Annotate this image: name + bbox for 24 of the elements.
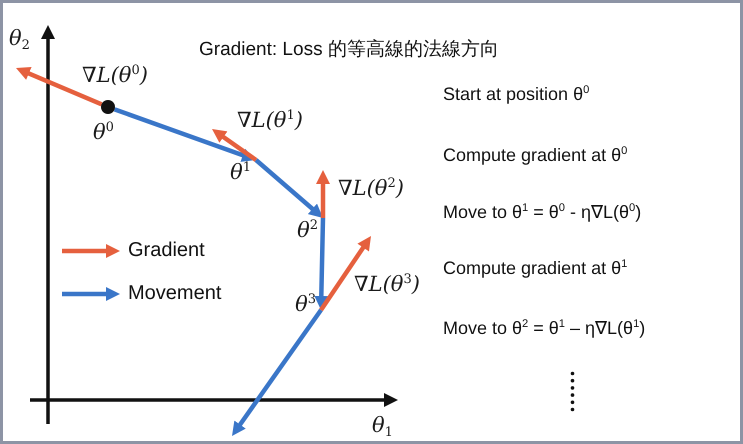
arrow	[210, 127, 258, 162]
step-text: Compute gradient at θ$^{1}$	[443, 258, 628, 280]
edge-label: ∇L(θ$^{2}$)	[338, 176, 404, 202]
point-label: θ$^{2}$	[297, 218, 323, 244]
edge-label: ∇L(θ$^{1}$)	[237, 108, 303, 134]
point-label: θ$^{3}$	[295, 292, 321, 318]
arrow	[319, 234, 373, 312]
axis-label: θ$_{1}$	[372, 413, 393, 438]
legend-text: Gradient	[128, 238, 205, 262]
title: Gradient: Loss 的等高線的法線方向	[199, 39, 499, 62]
axis-label: θ$_{2}$	[9, 26, 30, 52]
arrow	[316, 170, 330, 218]
arrow	[15, 66, 102, 106]
arrow	[314, 218, 328, 310]
step-text: Move to θ$^{1}$ = θ$^{0}$ - η∇L(θ$^{0}$)	[443, 202, 642, 224]
edge-label: ∇L(θ$^{3}$)	[354, 272, 420, 298]
point-label: θ$^{1}$	[230, 160, 256, 186]
arrow	[230, 308, 323, 438]
legend-text: Movement	[128, 281, 222, 305]
step-text: Compute gradient at θ$^{0}$	[443, 145, 628, 167]
step-text: Start at position θ$^{0}$	[443, 84, 590, 106]
step-text: Move to θ$^{2}$ = θ$^{1}$ – η∇L(θ$^{1}$)	[443, 318, 646, 340]
point-label: θ$^{0}$	[93, 120, 114, 146]
edge-label: ∇L(θ$^{0}$)	[82, 63, 148, 88]
